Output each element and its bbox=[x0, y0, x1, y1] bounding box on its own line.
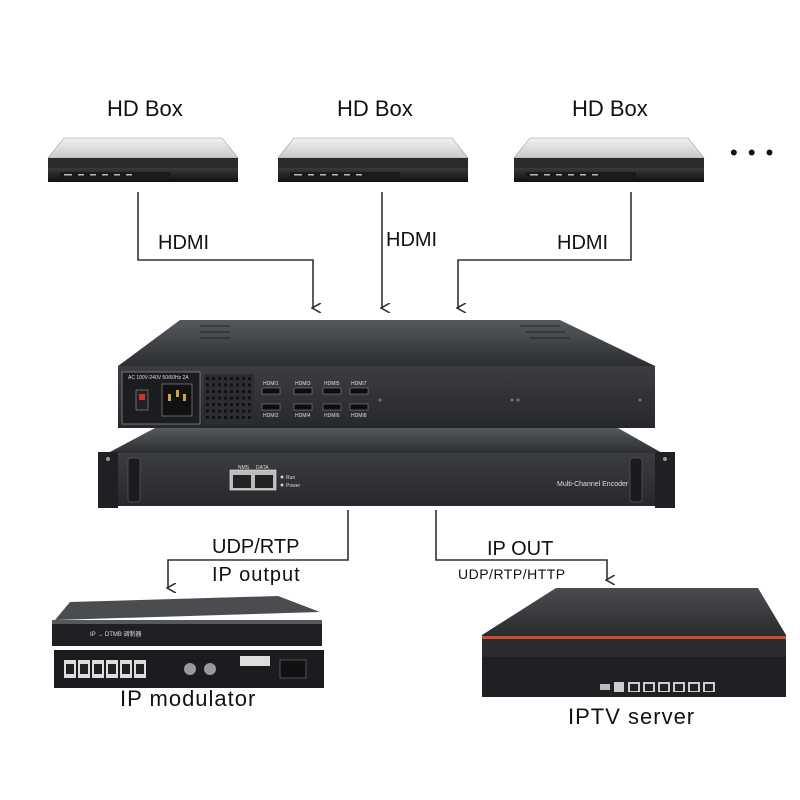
hdmi-port-4: HDMI7 bbox=[349, 381, 369, 395]
bnc-connector bbox=[204, 663, 216, 675]
modulator-front-text: IP → DTMB 调制器 bbox=[90, 630, 142, 638]
right-output-line1: IP OUT bbox=[487, 538, 554, 560]
hd-box-title-1: HD Box bbox=[107, 96, 183, 121]
modulator-port bbox=[64, 660, 76, 678]
ip-modulator-device: IP → DTMB 调制器 bbox=[52, 596, 324, 688]
modulator-port bbox=[134, 660, 146, 678]
hdmi-port-label: HDMI6 bbox=[324, 413, 340, 419]
ventilation-grill bbox=[204, 374, 254, 424]
rack-handle-right bbox=[629, 457, 643, 503]
more-sources-ellipsis: • • • bbox=[730, 140, 776, 165]
hdmi-port-7: HDMI6 bbox=[322, 403, 342, 419]
server-lan-port bbox=[628, 682, 640, 692]
port-data-label: DATA bbox=[256, 465, 269, 471]
power-led-icon bbox=[280, 483, 284, 487]
left-output-line2: IP output bbox=[212, 564, 301, 586]
hdmi-port-label: HDMI3 bbox=[295, 381, 311, 387]
hdmi-port-label: HDMI5 bbox=[324, 381, 340, 387]
modulator-caption: IP modulator bbox=[120, 686, 257, 711]
bnc-connector bbox=[184, 663, 196, 675]
hdmi-port-1: HDMI1 bbox=[261, 381, 281, 395]
modulator-port bbox=[106, 660, 118, 678]
modulator-port bbox=[92, 660, 104, 678]
run-led-label: Run bbox=[286, 475, 295, 481]
server-console-port bbox=[614, 682, 624, 692]
left-output-line1: UDP/RTP bbox=[212, 536, 300, 558]
right-output-arrow bbox=[435, 510, 607, 580]
hdmi-port-label: HDMI1 bbox=[263, 381, 279, 387]
hdmi-port-label: HDMI4 bbox=[295, 413, 311, 419]
hd-box-device-1 bbox=[47, 137, 239, 182]
hdmi-port-label: HDMI2 bbox=[263, 413, 279, 419]
server-lan-port bbox=[673, 682, 685, 692]
hdmi-port-2: HDMI3 bbox=[293, 381, 313, 395]
hdmi-port-8: HDMI8 bbox=[349, 403, 369, 419]
rack-handle-left bbox=[127, 457, 141, 503]
modulator-port bbox=[120, 660, 132, 678]
server-lan-port bbox=[688, 682, 700, 692]
hdmi-label-2: HDMI bbox=[386, 229, 438, 251]
hdmi-arrow-1 bbox=[137, 192, 313, 308]
hd-box-title-3: HD Box bbox=[572, 96, 648, 121]
power-spec-label: AC 100V-240V 50/60Hz 2A bbox=[128, 375, 189, 381]
left-output-arrow bbox=[168, 510, 349, 588]
hd-box-device-2 bbox=[277, 137, 469, 182]
modulator-port bbox=[78, 660, 90, 678]
hdmi-port-3: HDMI5 bbox=[322, 381, 342, 395]
server-lan-port bbox=[643, 682, 655, 692]
right-output-line2: UDP/RTP/HTTP bbox=[458, 566, 566, 582]
power-led-label: Power bbox=[286, 483, 301, 489]
server-usb-port bbox=[600, 684, 610, 690]
hdmi-arrow-3 bbox=[458, 192, 632, 308]
hdmi-port-label: HDMI7 bbox=[351, 381, 367, 387]
hdmi-port-5: HDMI2 bbox=[261, 403, 281, 419]
port-nms-label: NMS bbox=[238, 465, 250, 471]
encoder-front-panel: NMS DATA Run Power Multi-Channel Encoder bbox=[98, 428, 675, 508]
output-connector-lines bbox=[168, 510, 607, 588]
power-inlet bbox=[161, 383, 193, 417]
server-lan-port bbox=[703, 682, 715, 692]
hdmi-label-3: HDMI bbox=[557, 232, 609, 254]
hdmi-port-6: HDMI4 bbox=[293, 403, 313, 419]
server-accent-stripe bbox=[482, 636, 786, 639]
server-caption: IPTV server bbox=[568, 704, 696, 729]
hd-box-title-2: HD Box bbox=[337, 96, 413, 121]
hd-box-device-3 bbox=[513, 137, 705, 182]
server-lan-port bbox=[658, 682, 670, 692]
hdmi-label-1: HDMI bbox=[158, 232, 210, 254]
run-led-icon bbox=[280, 475, 284, 479]
hdmi-connector-lines bbox=[137, 192, 632, 308]
hdmi-port-label: HDMI8 bbox=[351, 413, 367, 419]
encoder-name-label: Multi-Channel Encoder bbox=[557, 481, 629, 488]
iptv-server-device bbox=[482, 588, 786, 697]
